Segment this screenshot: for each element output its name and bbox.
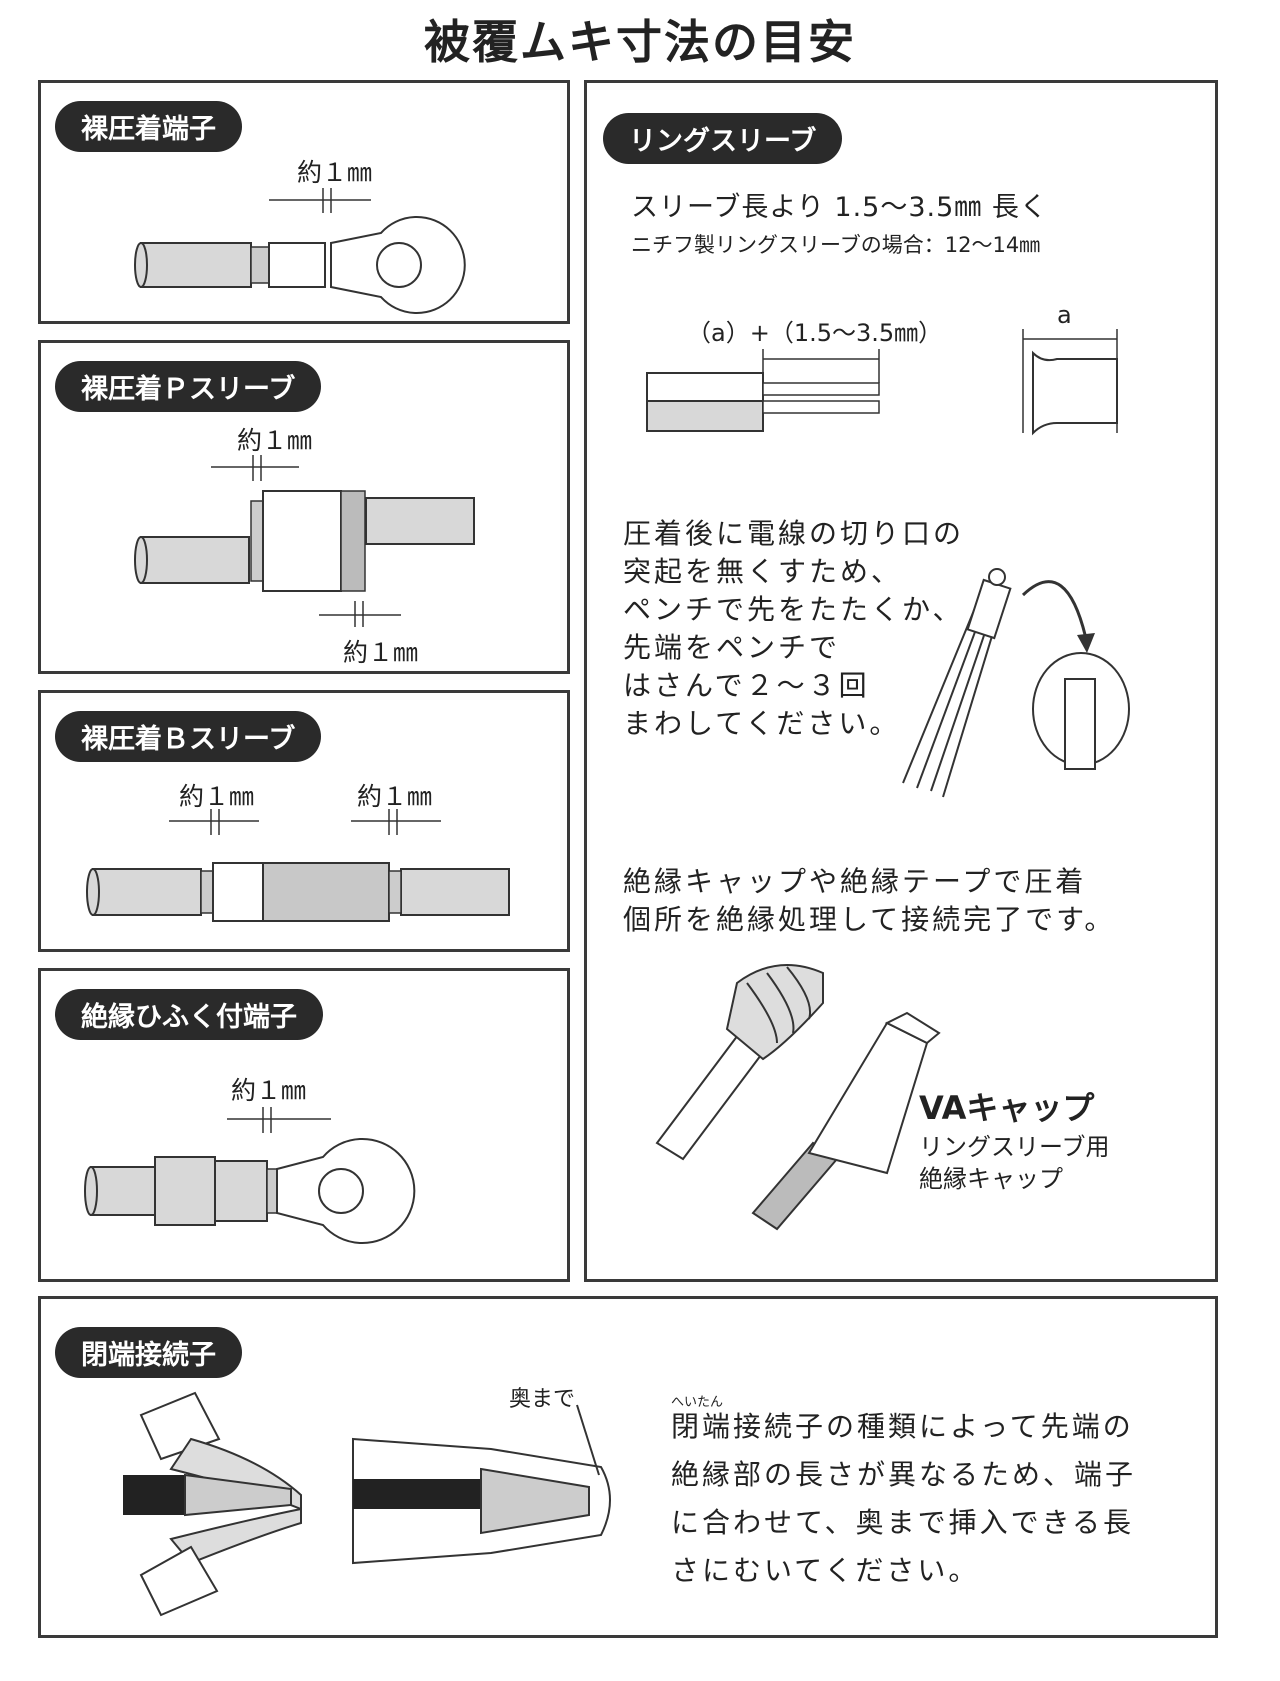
b-sleeve-illustration <box>86 809 510 922</box>
dim-label: 約１㎜ <box>297 158 373 187</box>
dim-label-right: 約１㎜ <box>357 782 433 811</box>
label-p-sleeve: 裸圧着Ｐスリーブ <box>55 361 322 412</box>
plier-tap-illustration <box>902 568 1130 798</box>
panel-b-sleeve: 裸圧着Ｂスリーブ 約１㎜ 約１㎜ <box>38 690 570 952</box>
okumade-label: 奥まで <box>509 1387 576 1412</box>
va-cap-illustration <box>655 964 941 1231</box>
crimp-instruction: 圧着後に電線の切り口の 突起を無くすため、 ペンチで先をたたくか、 先端をペンチ… <box>623 517 965 740</box>
panel-p-sleeve: 裸圧着Ｐスリーブ 約１㎜ 約１㎜ <box>38 340 570 674</box>
panel-insulated-terminal: 絶縁ひふく付端子 約１㎜ <box>38 968 570 1282</box>
a-label: a <box>1057 301 1072 329</box>
ring-sleeve-nichifu-text: ニチフ製リングスリーブの場合：12〜14㎜ <box>631 233 1041 257</box>
dim-label-top: 約１㎜ <box>237 426 313 455</box>
ring-sleeve-strip-illustration <box>646 329 1118 436</box>
insulate-instruction: 絶縁キャップや絶縁テープで圧着 個所を絶縁処理して接続完了です。 <box>623 865 1116 936</box>
dim-label-left: 約１㎜ <box>179 782 255 811</box>
label-bare-terminal: 裸圧着端子 <box>55 101 242 152</box>
bare-terminal-illustration <box>134 188 466 314</box>
ring-sleeve-length-text: スリーブ長より 1.5〜3.5㎜ 長く <box>631 192 1048 223</box>
heitan-ruby: へいたん <box>671 1395 724 1410</box>
p-sleeve-illustration <box>134 455 475 627</box>
va-cap-desc-1: リングスリーブ用 <box>919 1133 1110 1161</box>
dim-label-bottom: 約１㎜ <box>343 638 419 667</box>
label-closed-end: 閉端接続子 <box>55 1327 242 1378</box>
insulated-terminal-illustration <box>84 1107 416 1244</box>
label-ring-sleeve: リングスリーブ <box>603 113 843 164</box>
dim-label: 約１㎜ <box>231 1076 307 1105</box>
page-title: 被覆ムキ寸法の目安 <box>424 15 856 69</box>
panel-ring-sleeve: リングスリーブ スリーブ長より 1.5〜3.5㎜ 長く ニチフ製リングスリーブの… <box>584 80 1218 1282</box>
label-insulated-terminal: 絶縁ひふく付端子 <box>55 989 323 1040</box>
closed-end-text: 閉端接続子の種類によって先端の 絶縁部の長さが異なるため、端子 に合わせて、奥ま… <box>671 1410 1137 1587</box>
panel-closed-end: 閉端接続子 奥まで へいたん 閉端接続子の種類によって先端の 絶縁部の長さが異な… <box>38 1296 1218 1638</box>
va-cap-name: VAキャップ <box>919 1089 1095 1127</box>
panel-bare-terminal: 裸圧着端子 約１㎜ <box>38 80 570 324</box>
va-cap-desc-2: 絶縁キャップ <box>919 1165 1063 1193</box>
strip-length-formula: （a）+（1.5〜3.5㎜） <box>687 319 943 347</box>
label-b-sleeve: 裸圧着Ｂスリーブ <box>55 711 322 762</box>
closed-end-illustration <box>123 1391 611 1617</box>
